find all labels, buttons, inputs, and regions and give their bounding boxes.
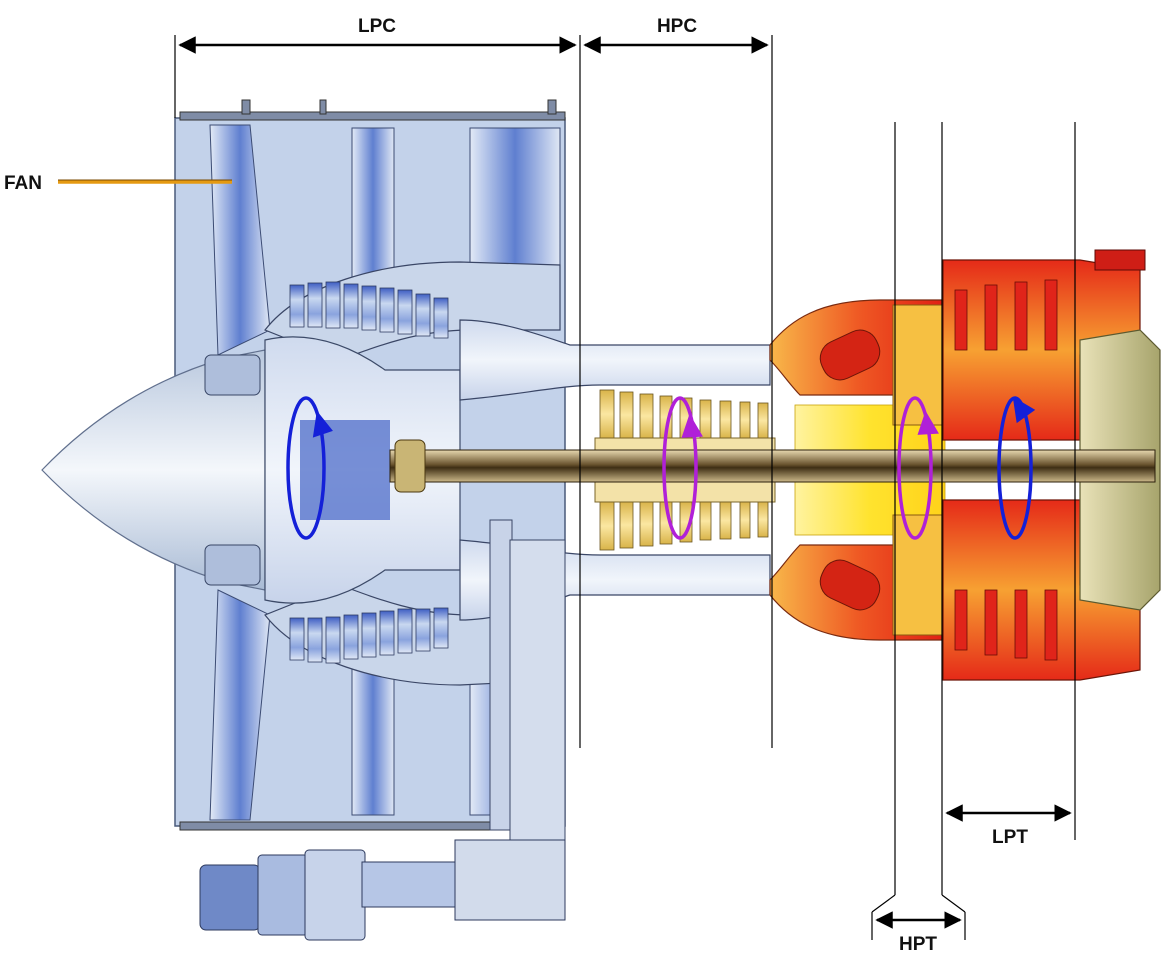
hpt-label: HPT	[899, 934, 937, 955]
radial-drive-shaft	[489, 519, 513, 831]
lpc-label: LPC	[358, 16, 396, 37]
core-compressor	[199, 319, 776, 941]
dimension-arrows	[178, 36, 1072, 929]
fan-blade-root-upper	[204, 354, 261, 396]
combustor-liner-lower	[819, 559, 881, 611]
rotation-arrows	[286, 396, 1036, 540]
hpc-blades-lower	[599, 501, 769, 551]
hpt-stage-lower	[892, 514, 944, 636]
accessory-gearbox	[199, 839, 566, 941]
section-boundary-lines	[174, 35, 1076, 940]
hp-turbine-arrowhead	[917, 410, 939, 435]
lp-fan-rotation-arrow	[286, 396, 326, 540]
exhaust-fitting	[1094, 249, 1146, 271]
hp-turbine-rotation-arrow	[897, 396, 933, 540]
booster-blades-upper	[289, 281, 449, 339]
shaft-forward-coupling	[394, 439, 426, 493]
lpt-blades-lower	[954, 589, 1058, 661]
booster-blades-lower	[289, 607, 449, 664]
fan-blade-lower	[209, 589, 271, 821]
lpt-blades-upper	[954, 279, 1058, 351]
hp-compressor-arrowhead	[681, 413, 703, 438]
hot-section	[769, 249, 1161, 681]
hp-compressor-rotation-arrow	[662, 396, 698, 540]
fan-blade-root-lower	[204, 544, 261, 586]
lp-turbine-arrowhead	[1012, 396, 1036, 424]
outlet-guide-vane-lower	[351, 664, 395, 816]
transfer-gearbox-housing	[509, 539, 566, 841]
hpc-label: HPC	[657, 16, 697, 37]
intermediate-case-upper	[459, 319, 771, 401]
fan-case-flanges	[179, 99, 566, 831]
fan-label: FAN	[4, 173, 42, 194]
lpt-label: LPT	[992, 827, 1028, 848]
lp-fan-arrowhead	[312, 410, 333, 438]
hpt-stage-upper	[892, 304, 944, 426]
combustor-liner-upper	[819, 329, 881, 381]
